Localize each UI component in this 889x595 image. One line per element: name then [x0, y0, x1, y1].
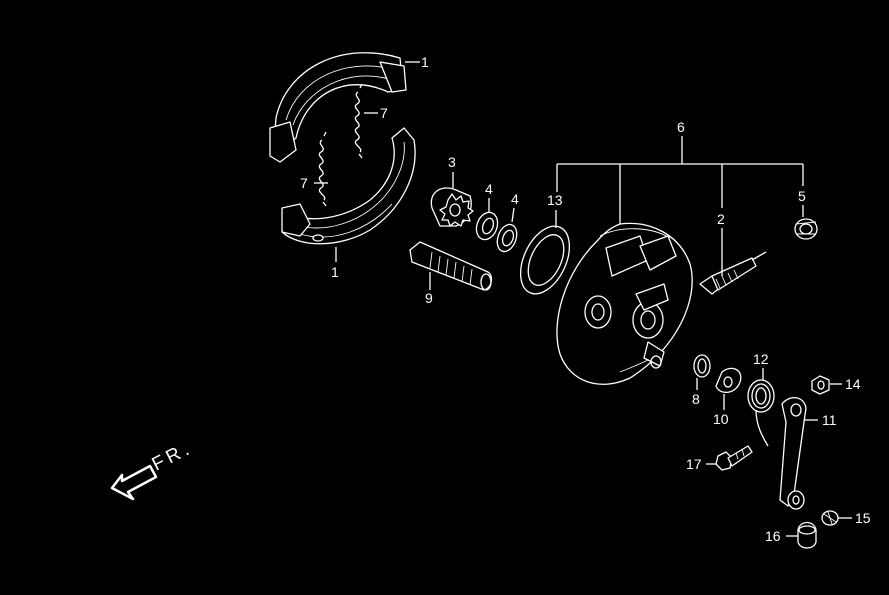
label-ring: 8: [692, 391, 700, 407]
adjust-nut-illustration: [786, 521, 817, 549]
label-washer-b: 4: [511, 191, 519, 207]
label-return-spring: 12: [753, 351, 769, 367]
label-seal: 13: [547, 192, 563, 208]
brake-panel-illustration: [556, 222, 693, 385]
spring-lower-illustration: [314, 131, 328, 207]
brake-shoe-bottom: [281, 127, 416, 262]
bushing-illustration: [794, 205, 818, 240]
ring-illustration: [693, 354, 711, 390]
label-gear: 3: [448, 154, 456, 170]
gear-illustration: [430, 172, 474, 227]
brake-shoe-top: [269, 52, 420, 163]
front-label: FR.: [149, 437, 196, 475]
label-indicator: 10: [713, 411, 729, 427]
label-bushing: 5: [798, 188, 806, 204]
assembly-bracket: [556, 136, 804, 224]
label-adjust-nut: 16: [765, 528, 781, 544]
label-spring-upper: 7: [380, 105, 388, 121]
label-spring-lower: 7: [300, 175, 308, 191]
label-shoe-top: 1: [421, 54, 429, 70]
label-washer-a: 4: [485, 181, 493, 197]
label-arm: 11: [822, 412, 837, 428]
washer-a-illustration: [475, 198, 499, 241]
camshaft-illustration: [409, 241, 493, 291]
label-bolt: 17: [686, 456, 702, 472]
return-spring-illustration: [747, 368, 775, 447]
label-pin: 15: [855, 510, 871, 526]
nut-illustration: [811, 375, 842, 395]
label-shoe-bottom: 1: [331, 264, 339, 280]
bolt-illustration: [706, 445, 753, 471]
label-shaft: 2: [717, 211, 725, 227]
part-labels: 1 1 7 7 3 4 4 13 6 2 5 9 8 10 12 14 11 1…: [300, 54, 871, 544]
arrow-icon: [110, 464, 158, 501]
spring-upper-illustration: [354, 83, 378, 159]
label-panel-assembly: 6: [677, 119, 685, 135]
brake-arm-illustration: [779, 397, 818, 510]
indicator-illustration: [715, 367, 742, 410]
seal-illustration: [519, 210, 571, 295]
pin-illustration: [821, 510, 852, 526]
washer-b-illustration: [496, 207, 518, 253]
label-nut: 14: [845, 376, 861, 392]
shaft-illustration: [699, 228, 767, 295]
front-direction-indicator: FR.: [110, 437, 196, 501]
label-camshaft: 9: [425, 290, 433, 306]
